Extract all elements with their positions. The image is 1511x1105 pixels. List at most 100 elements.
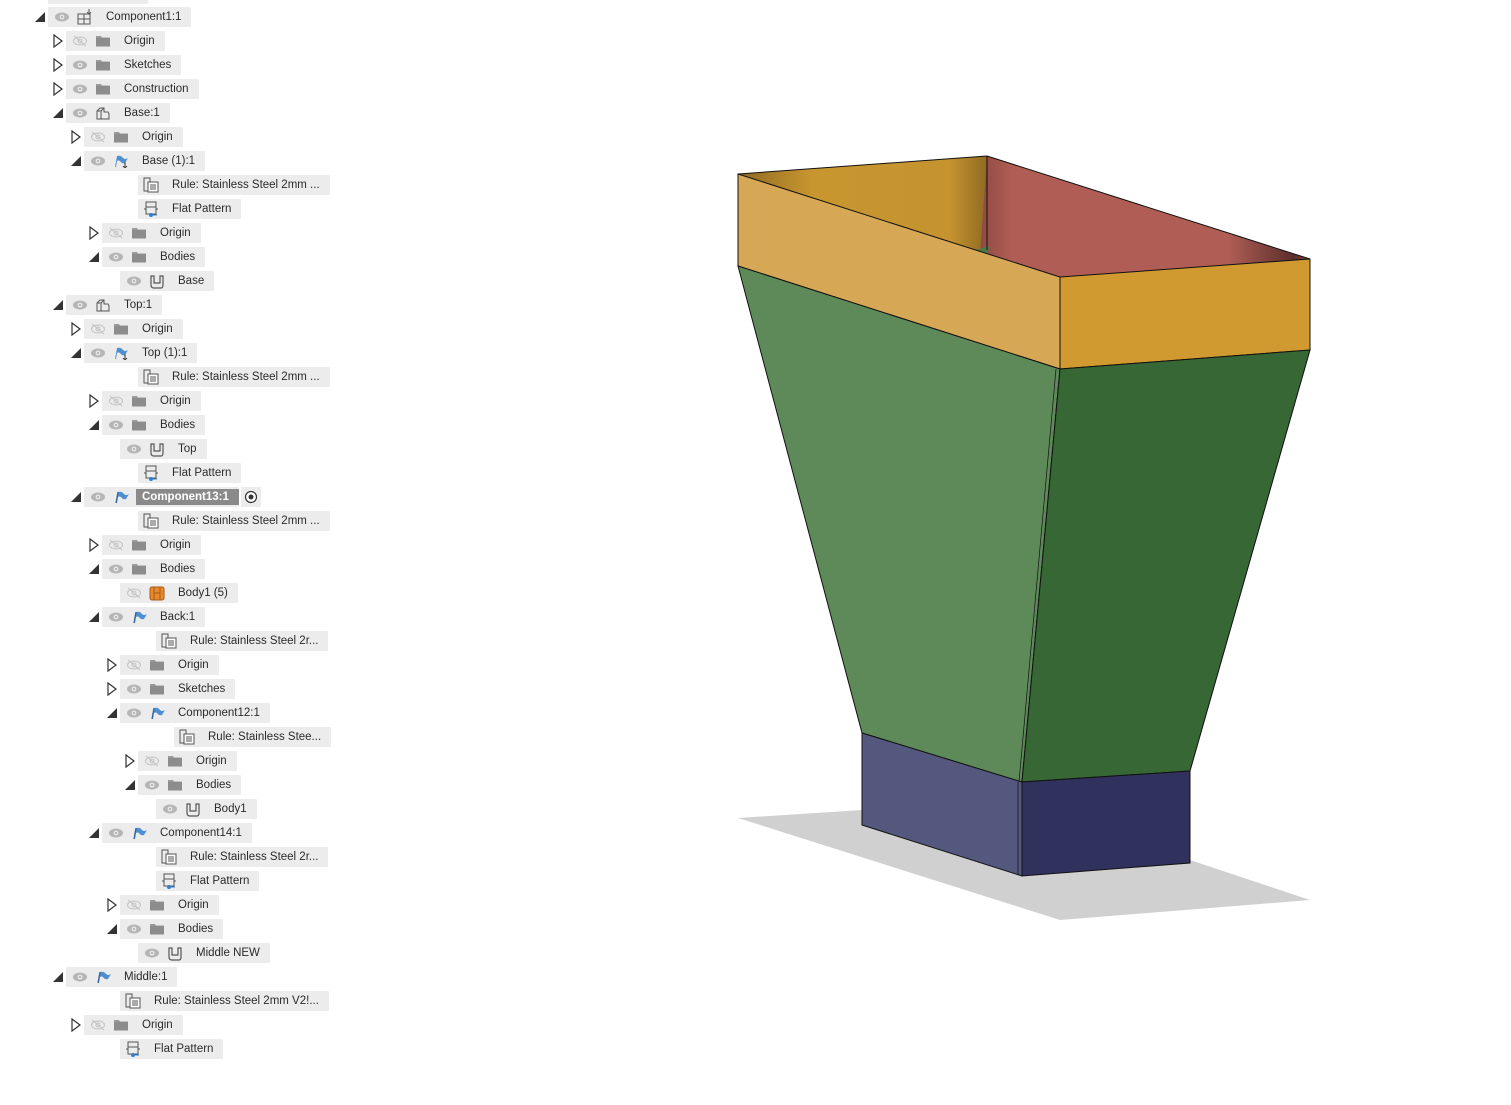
expand-toggle-icon[interactable] <box>88 538 100 552</box>
eye-hidden-icon[interactable] <box>90 131 106 143</box>
tree-node[interactable]: Bodies <box>102 559 206 579</box>
tree-node[interactable]: Origin <box>120 895 219 915</box>
eye-icon[interactable] <box>90 347 106 359</box>
tree-node[interactable]: Component1:1 <box>48 7 192 27</box>
tree-node[interactable]: Body1 <box>156 799 257 819</box>
eye-icon[interactable] <box>108 251 124 263</box>
tree-node[interactable]: Component12:1 <box>120 703 270 723</box>
eye-hidden-icon[interactable] <box>126 899 142 911</box>
eye-icon[interactable] <box>126 443 142 455</box>
collapse-toggle-icon[interactable] <box>124 778 136 792</box>
tree-node[interactable]: Top <box>120 439 207 459</box>
tree-node[interactable]: Origin <box>84 127 183 147</box>
eye-hidden-icon[interactable] <box>90 1019 106 1031</box>
expand-toggle-icon[interactable] <box>124 754 136 768</box>
tree-node[interactable]: Rule: Stainless Steel 2r... <box>156 847 329 867</box>
tree-node[interactable]: Bodies <box>120 919 224 939</box>
collapse-toggle-icon[interactable] <box>88 418 100 432</box>
tree-node[interactable]: Origin <box>102 391 201 411</box>
expand-toggle-icon[interactable] <box>52 34 64 48</box>
tree-node[interactable]: Rule: Stainless Steel 2mm ... <box>138 511 330 531</box>
tree-node[interactable]: Body1 (5) <box>120 583 238 603</box>
expand-toggle-icon[interactable] <box>52 58 64 72</box>
eye-icon[interactable] <box>144 779 160 791</box>
collapse-toggle-icon[interactable] <box>52 106 64 120</box>
collapse-toggle-icon[interactable] <box>106 922 118 936</box>
tree-node[interactable]: Flat Pattern <box>138 199 242 219</box>
tree-node[interactable]: Sketches <box>120 679 236 699</box>
collapse-toggle-icon[interactable] <box>34 10 46 24</box>
expand-toggle-icon[interactable] <box>106 898 118 912</box>
collapse-toggle-icon[interactable] <box>52 970 64 984</box>
expand-toggle-icon[interactable] <box>70 1018 82 1032</box>
eye-hidden-icon[interactable] <box>108 395 124 407</box>
eye-icon[interactable] <box>108 563 124 575</box>
tree-node[interactable]: Rule: Stainless Steel 2mm V2!... <box>120 991 329 1011</box>
eye-hidden-icon[interactable] <box>126 659 142 671</box>
tree-node[interactable]: Back:1 <box>102 607 206 627</box>
eye-icon[interactable] <box>72 59 88 71</box>
tree-node[interactable]: Origin <box>84 1015 183 1035</box>
expand-toggle-icon[interactable] <box>70 322 82 336</box>
tree-node[interactable]: Rule: Stainless Steel 2mm ... <box>138 175 330 195</box>
collapse-toggle-icon[interactable] <box>88 562 100 576</box>
eye-icon[interactable] <box>72 107 88 119</box>
collapse-toggle-icon[interactable] <box>88 610 100 624</box>
eye-icon[interactable] <box>144 947 160 959</box>
eye-hidden-icon[interactable] <box>72 35 88 47</box>
eye-hidden-icon[interactable] <box>90 323 106 335</box>
tree-node[interactable]: Top (1):1 <box>84 343 198 363</box>
tree-node[interactable]: Origin <box>120 655 219 675</box>
expand-toggle-icon[interactable] <box>70 130 82 144</box>
eye-icon[interactable] <box>162 803 178 815</box>
eye-icon[interactable] <box>90 491 106 503</box>
eye-icon[interactable] <box>126 275 142 287</box>
eye-icon[interactable] <box>126 683 142 695</box>
tree-node[interactable]: Rule: Stainless Steel 2r... <box>156 631 329 651</box>
eye-icon[interactable] <box>54 11 70 23</box>
eye-icon[interactable] <box>72 299 88 311</box>
tree-node[interactable]: Middle NEW <box>138 943 270 963</box>
collapse-toggle-icon[interactable] <box>70 154 82 168</box>
collapse-toggle-icon[interactable] <box>106 706 118 720</box>
tree-node[interactable]: Bodies <box>102 247 206 267</box>
eye-hidden-icon[interactable] <box>126 587 142 599</box>
tree-node[interactable]: Rule: Stainless Stee... <box>174 727 332 747</box>
expand-toggle-icon[interactable] <box>88 226 100 240</box>
tree-node[interactable]: Bodies <box>138 775 242 795</box>
collapse-toggle-icon[interactable] <box>70 490 82 504</box>
tree-node[interactable]: Middle:1 <box>66 967 178 987</box>
eye-icon[interactable] <box>90 155 106 167</box>
tree-node[interactable]: Component14:1 <box>102 823 252 843</box>
eye-icon[interactable] <box>72 83 88 95</box>
collapse-toggle-icon[interactable] <box>70 346 82 360</box>
collapse-toggle-icon[interactable] <box>52 298 64 312</box>
collapse-toggle-icon[interactable] <box>88 250 100 264</box>
tree-node[interactable]: Flat Pattern <box>138 463 242 483</box>
tree-node[interactable]: Sketches <box>66 55 182 75</box>
tree-node[interactable]: Component13:1 <box>84 487 239 507</box>
eye-hidden-icon[interactable] <box>108 539 124 551</box>
eye-icon[interactable] <box>72 971 88 983</box>
eye-icon[interactable] <box>126 923 142 935</box>
tree-node[interactable]: Base <box>120 271 215 291</box>
tree-node[interactable]: Origin <box>102 535 201 555</box>
activate-component-radio[interactable] <box>241 487 261 507</box>
tree-node[interactable]: Construction <box>66 79 199 99</box>
3d-viewport[interactable] <box>320 0 1511 1100</box>
funnel-model[interactable] <box>320 0 1511 1100</box>
collapse-toggle-icon[interactable] <box>88 826 100 840</box>
tree-node[interactable]: Flat Pattern <box>156 871 260 891</box>
tree-node[interactable]: Rule: Stainless Steel 2mm ... <box>138 367 330 387</box>
tree-node[interactable]: Origin <box>102 223 201 243</box>
eye-icon[interactable] <box>108 419 124 431</box>
eye-hidden-icon[interactable] <box>144 755 160 767</box>
expand-toggle-icon[interactable] <box>106 682 118 696</box>
tree-node[interactable]: Origin <box>66 31 165 51</box>
tree-node[interactable]: Flat Pattern <box>120 1039 224 1059</box>
eye-icon[interactable] <box>108 611 124 623</box>
expand-toggle-icon[interactable] <box>52 82 64 96</box>
eye-hidden-icon[interactable] <box>108 227 124 239</box>
eye-icon[interactable] <box>126 707 142 719</box>
tree-node[interactable]: Bodies <box>102 415 206 435</box>
